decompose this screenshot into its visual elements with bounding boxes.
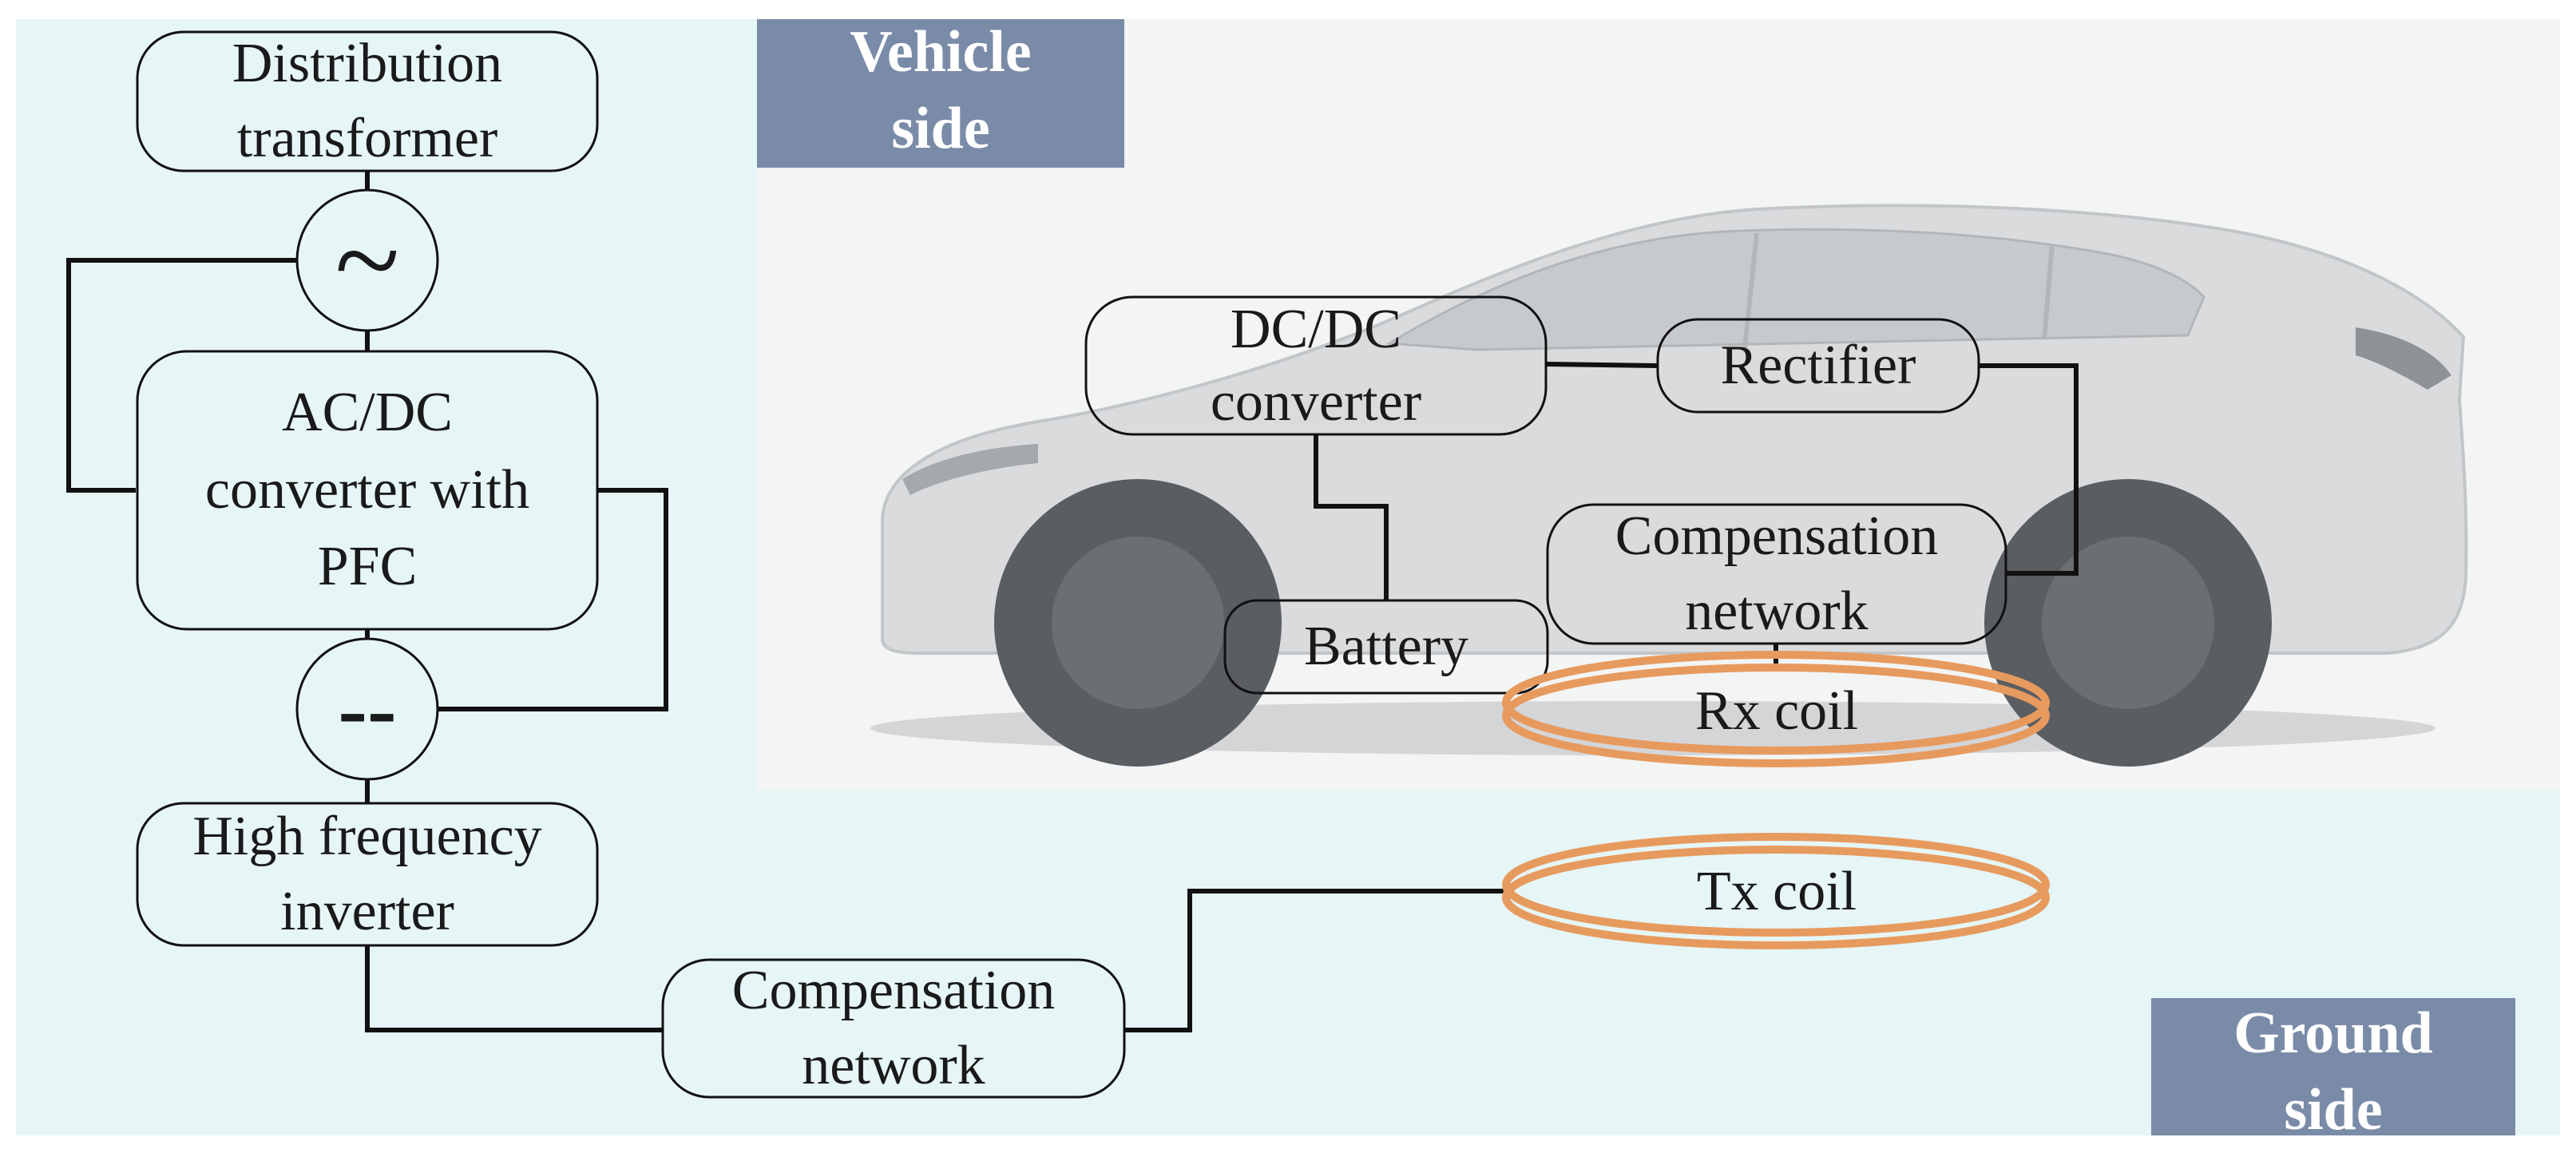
- rx-coil-ring-outer: [1502, 651, 2050, 755]
- car-windows: [1385, 228, 2205, 351]
- car-taillight: [2356, 327, 2451, 390]
- car-pillar: [1742, 232, 1759, 349]
- dcdc-converter-box: [1084, 295, 1548, 436]
- rx-coil-ring-inner: [1502, 664, 2050, 767]
- car-pillar-rear: [2042, 244, 2055, 340]
- wire-dcdc-rectifier: [1545, 362, 1659, 368]
- wire-dcdc-battery: [1314, 434, 1389, 600]
- distribution-transformer-label: Distribution transformer: [232, 32, 503, 170]
- dcdc-converter-label: DC/DC converter: [1210, 299, 1422, 433]
- car-rim-rear: [2042, 537, 2214, 709]
- tx-coil-ring-outer: [1502, 833, 2050, 937]
- ground-compensation-label: Compensation network: [731, 959, 1056, 1097]
- wire-rectifier-compensation: [1979, 363, 2079, 576]
- car-icon: [870, 204, 2468, 767]
- dc-source-icon: [295, 637, 439, 781]
- vehicle-compensation-box: [1546, 503, 2007, 645]
- acdc-converter-box: [136, 350, 599, 631]
- car-headlight: [902, 444, 1038, 495]
- wire-inverter-compensation: [365, 945, 663, 1032]
- acdc-converter-label: AC/DC converter with PFC: [204, 382, 530, 598]
- vehicle-compensation-label: Compensation network: [1615, 505, 1939, 643]
- ground-side-text: Ground side: [2233, 1000, 2433, 1143]
- wires: [66, 171, 2079, 1032]
- battery-label: Battery: [1303, 616, 1469, 677]
- rx-coil-label: Rx coil: [1694, 680, 1859, 742]
- vehicle-side-text: Vehicle side: [850, 18, 1032, 161]
- hf-inverter-box: [136, 802, 599, 947]
- ground-compensation-box: [661, 958, 1126, 1099]
- tx-coil-label: Tx coil: [1696, 861, 1857, 922]
- wire-compensation-tx: [1124, 889, 1509, 1032]
- coil-icon: [1502, 651, 2050, 949]
- vehicle-side-label: Vehicle side: [757, 16, 1124, 164]
- wire-dc-loop: [438, 488, 668, 711]
- hf-inverter-label: High frequency inverter: [192, 805, 542, 943]
- distribution-transformer-box: [136, 30, 599, 172]
- rectifier-box: [1656, 318, 1980, 414]
- ac-symbol: ~: [335, 194, 400, 327]
- car-rim-front: [1052, 537, 1224, 709]
- battery-box: [1223, 599, 1549, 695]
- vehicle-side-tag: [757, 19, 1124, 168]
- ac-source-icon: [295, 188, 439, 332]
- ground-side-label: Ground side: [2151, 992, 2515, 1151]
- rectifier-label: Rectifier: [1720, 335, 1916, 396]
- tx-coil-ring-inner: [1502, 846, 2050, 949]
- dc-symbol: --: [338, 660, 397, 758]
- ground-side-tag: [2151, 998, 2515, 1135]
- wire-ac-loop: [66, 258, 299, 493]
